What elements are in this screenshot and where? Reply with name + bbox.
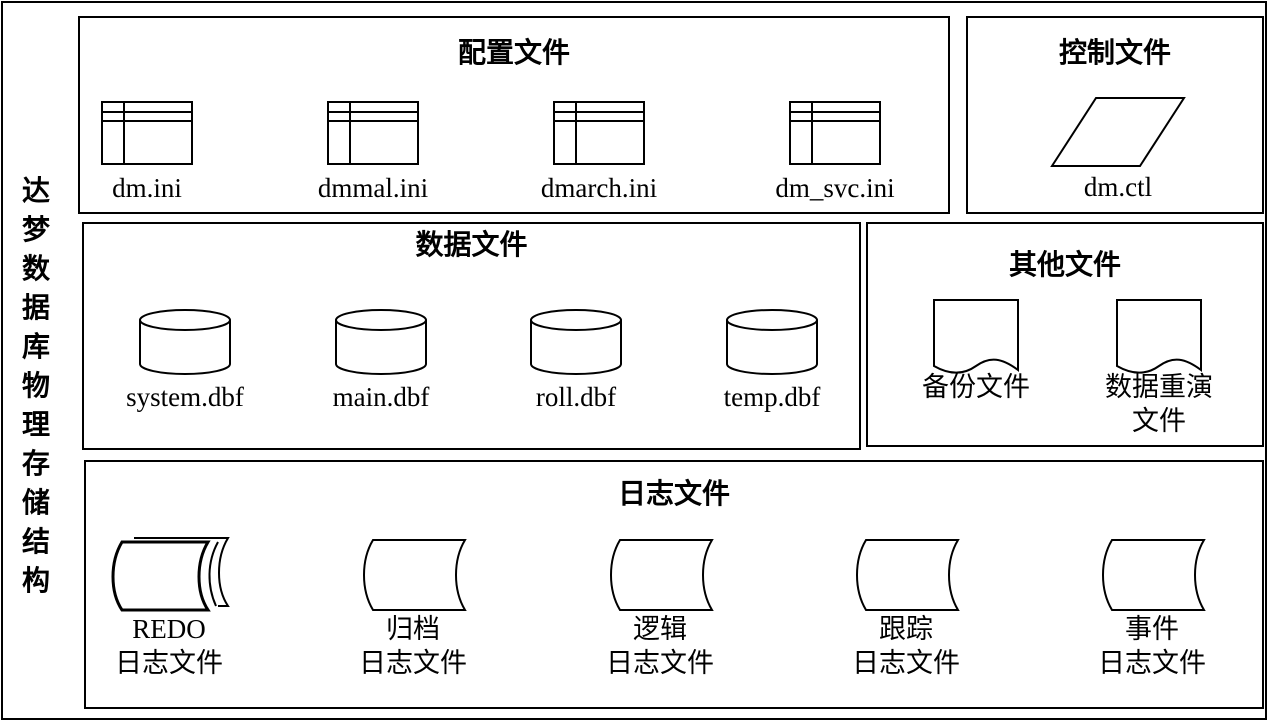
file-item: temp.dbf	[682, 308, 862, 414]
file-label: dm_svc.ini	[775, 173, 895, 203]
side-title-char: 数	[21, 254, 50, 285]
file-label: temp.dbf	[723, 382, 821, 412]
file-item: dm.ctl	[1018, 96, 1218, 204]
side-title-char: 库	[21, 332, 50, 363]
file-item: 归档日志文件	[338, 538, 488, 680]
log-file-icon	[338, 538, 488, 612]
file-label: 数据重演	[1105, 372, 1213, 402]
config-files-title: 配置文件	[457, 38, 570, 69]
side-title-char: 理	[21, 410, 50, 441]
log-file-icon	[1077, 538, 1227, 612]
file-label: main.dbf	[332, 382, 430, 412]
file-item: system.dbf	[95, 308, 275, 414]
config-files-box: 配置文件 dm.ini dmmal.ini dmarch.ini dm_svc.ini	[78, 16, 950, 214]
control-files-title: 控制文件	[1058, 38, 1171, 69]
database-cylinder-icon	[682, 308, 862, 376]
file-item: 事件日志文件	[1077, 538, 1227, 680]
document-icon	[1079, 298, 1239, 376]
file-item: dm.ini	[67, 101, 227, 205]
file-label: system.dbf	[126, 382, 244, 412]
ini-file-icon	[519, 101, 679, 165]
file-label: 日志文件	[115, 648, 223, 678]
side-title: 达梦数据库物理存储结构	[18, 172, 54, 601]
data-files-title: 数据文件	[415, 230, 528, 261]
side-title-char: 构	[21, 566, 50, 597]
redo-log-stack-icon	[94, 536, 244, 612]
side-title-char: 达	[21, 176, 50, 207]
file-item: dmarch.ini	[519, 101, 679, 205]
side-title-char: 梦	[21, 215, 50, 246]
data-files-box: 数据文件 system.dbf main.dbf roll.dbf temp.dbf	[82, 222, 861, 450]
file-item: 跟踪日志文件	[831, 538, 981, 680]
file-label: dm.ini	[112, 173, 182, 203]
document-icon	[896, 298, 1056, 376]
side-title-char: 据	[21, 293, 50, 324]
file-label: 归档	[386, 614, 440, 644]
file-label: 日志文件	[852, 648, 960, 678]
ini-file-icon	[67, 101, 227, 165]
database-cylinder-icon	[95, 308, 275, 376]
file-label: 事件	[1125, 614, 1179, 644]
file-item: roll.dbf	[486, 308, 666, 414]
log-files-title: 日志文件	[617, 479, 730, 510]
file-item: 逻辑日志文件	[585, 538, 735, 680]
file-label: 日志文件	[1098, 648, 1206, 678]
file-label: 跟踪	[879, 614, 933, 644]
file-item: 数据重演文件	[1079, 298, 1239, 438]
file-item: REDO 日志文件	[94, 536, 244, 680]
file-item: dmmal.ini	[293, 101, 453, 205]
file-label: dm.ctl	[1083, 172, 1153, 202]
database-cylinder-icon	[486, 308, 666, 376]
file-label: dmmal.ini	[317, 173, 429, 203]
ini-file-icon	[755, 101, 915, 165]
side-title-char: 存	[21, 449, 50, 480]
file-label: REDO	[132, 614, 206, 644]
file-label: 日志文件	[359, 648, 467, 678]
database-cylinder-icon	[291, 308, 471, 376]
ini-file-icon	[293, 101, 453, 165]
control-file-icon	[1018, 96, 1218, 168]
file-label: roll.dbf	[535, 382, 617, 412]
side-title-char: 结	[21, 527, 50, 558]
file-label: dmarch.ini	[540, 173, 658, 203]
file-item: dm_svc.ini	[755, 101, 915, 205]
log-file-icon	[831, 538, 981, 612]
control-files-box: 控制文件 dm.ctl	[966, 16, 1264, 214]
log-file-icon	[585, 538, 735, 612]
other-files-title: 其他文件	[1008, 250, 1121, 281]
file-label: 逻辑	[633, 614, 687, 644]
other-files-box: 其他文件 备份文件 数据重演文件	[866, 222, 1264, 447]
file-label: 备份文件	[922, 372, 1030, 402]
side-title-char: 储	[21, 488, 50, 519]
file-item: main.dbf	[291, 308, 471, 414]
side-title-char: 物	[21, 371, 50, 402]
file-item: 备份文件	[896, 298, 1056, 404]
file-label: 日志文件	[606, 648, 714, 678]
file-label: 文件	[1132, 406, 1186, 436]
